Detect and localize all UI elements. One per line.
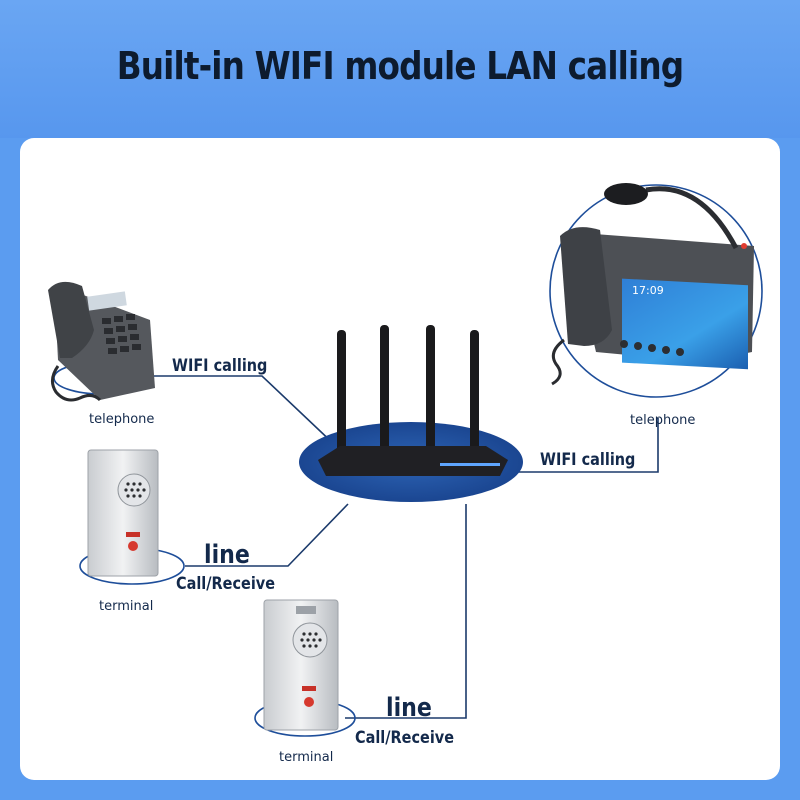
video-phone-gooseneck [645,186,739,250]
video-phone-buttons [620,340,684,356]
terminal-top-speaker [117,473,151,507]
router-light-strip [440,463,500,466]
label-desk-phone: telephone [89,412,155,427]
terminal-bottom [254,599,356,737]
label-line-top: line [204,540,250,570]
terminal-bottom-call-button [304,697,314,707]
desk-phone-screen [87,291,127,311]
terminal-bottom-speaker [292,622,328,658]
terminal-bottom-speaker-holes [300,632,322,648]
link-video-phone [512,418,659,473]
router-antenna-1 [337,330,346,452]
link-terminal-bottom [345,504,467,719]
video-phone-cord [551,338,565,386]
link-desk-phone [150,375,339,449]
terminal-bottom-label [302,686,316,691]
connection-lines [150,375,659,719]
video-phone-handset [560,227,612,346]
label-wifi-right: WIFI calling [540,450,636,470]
terminal-top [79,449,185,585]
router [299,325,523,502]
router-antenna-4 [470,330,479,452]
video-phone-mic [604,183,648,205]
page-title: Built-in WIFI module LAN calling [116,44,684,88]
label-video-phone: telephone [630,413,696,428]
terminal-top-speaker-holes [124,482,146,498]
desk-phone-cord [51,365,102,402]
link-terminal-top [185,503,349,567]
header-band [0,0,800,138]
label-wifi-left: WIFI calling [172,356,268,376]
label-terminal-top: terminal [99,599,154,614]
desk-phone [48,281,155,402]
router-antenna-2 [380,325,389,452]
terminal-bottom-camera [296,606,316,614]
desk-phone-keypad [102,314,141,354]
video-phone: 17:09 [549,183,763,398]
router-antenna-3 [426,325,435,452]
label-line-bottom: line [386,693,432,723]
video-phone-mic-led [741,243,747,249]
router-body [318,446,508,476]
desk-phone-handset [48,281,94,358]
terminal-top-call-button [128,541,138,551]
video-phone-ring [549,184,763,398]
label-terminal-bottom: terminal [279,750,334,765]
label-call-receive-top: Call/Receive [176,574,276,594]
terminal-top-panel [87,449,159,577]
terminal-bottom-panel [263,599,339,731]
video-phone-screen-time: 17:09 [632,284,664,297]
terminal-top-label [126,532,140,537]
label-call-receive-bottom: Call/Receive [355,728,455,748]
